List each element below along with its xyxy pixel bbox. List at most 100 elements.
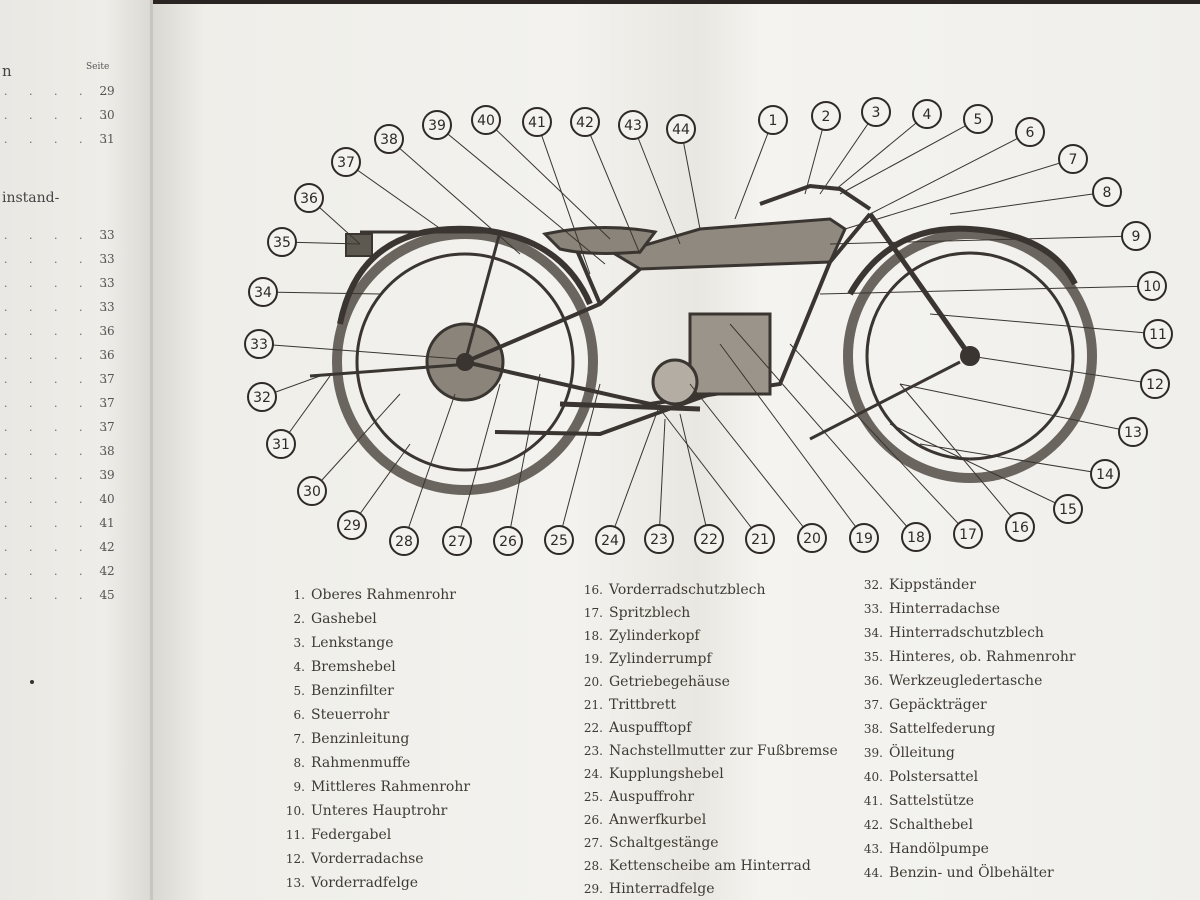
legend-number: 18. [583, 629, 603, 643]
legend-item: 10.Unteres Hauptrohr [275, 803, 447, 819]
toc-row: . . . . .36 [0, 346, 150, 366]
toc-leader-dots: . . . . . [4, 469, 117, 482]
callout-number: 35 [273, 235, 291, 251]
toc-page-number: 33 [99, 228, 115, 242]
callout-circle [694, 524, 724, 554]
callout-number: 30 [303, 484, 321, 500]
callout-number: 40 [477, 113, 495, 129]
legend-item: 2.Gashebel [275, 611, 377, 627]
callout-number: 17 [959, 527, 977, 543]
leader-line [679, 413, 710, 540]
callout-number: 34 [254, 285, 272, 301]
callout-circle [1005, 512, 1035, 542]
callout-circle [471, 105, 501, 135]
leader-line [584, 121, 641, 255]
callout-circle [849, 523, 879, 553]
legend-item: 7.Benzinleitung [275, 731, 410, 747]
legend-item: 5.Benzinfilter [275, 683, 394, 699]
toc-leader-dots: . . . . . [4, 349, 117, 362]
legend-number: 11. [285, 828, 305, 842]
toc-row: . . . . .38 [0, 442, 150, 462]
leader-line [834, 113, 928, 191]
legend-number: 24. [583, 767, 603, 781]
callout-circle [442, 526, 472, 556]
callout-number: 29 [343, 518, 361, 534]
callout-number: 27 [448, 534, 466, 550]
callout-number: 38 [380, 132, 398, 148]
legend-number: 34. [863, 626, 883, 640]
legend-label: Polstersattel [889, 769, 979, 785]
seite-label: Seite [86, 62, 110, 72]
legend-number: 16. [583, 583, 603, 597]
luggage-rack [360, 230, 502, 363]
footboard [559, 401, 701, 412]
callout-22: 22 [694, 524, 724, 554]
leader-line [729, 323, 917, 538]
callout-number: 7 [1069, 152, 1078, 168]
legend-number: 6. [293, 708, 305, 722]
toc-row: . . . . .41 [0, 514, 150, 534]
legend-item: 24.Kupplungshebel [573, 766, 724, 782]
toc-page-number: 33 [99, 252, 115, 266]
engine-block [688, 312, 772, 396]
callout-number: 22 [700, 532, 718, 548]
saddle [541, 225, 658, 255]
legend-label: Unteres Hauptrohr [311, 803, 448, 819]
legend-number: 36. [863, 674, 883, 688]
callout-number: 33 [250, 337, 268, 353]
steering-head [828, 212, 872, 264]
legend-label: Gashebel [311, 611, 377, 627]
legend-label: Steuerrohr [311, 707, 390, 723]
toc-leader-dots: . . . . . [4, 253, 117, 266]
legend-item: 1.Oberes Rahmenrohr [275, 587, 456, 603]
legend-number: 38. [863, 722, 883, 736]
legend-item: 8.Rahmenmuffe [275, 755, 411, 771]
legend-label: Vorderradschutzblech [609, 582, 766, 598]
legend-label: Trittbrett [609, 697, 676, 713]
legend-item: 33.Hinterradachse [853, 601, 1000, 617]
legend-number: 43. [863, 842, 883, 856]
callout-number: 20 [803, 531, 821, 547]
callout-number: 39 [428, 118, 446, 134]
legend-label: Rahmenmuffe [311, 755, 411, 771]
legend-number: 20. [583, 675, 603, 689]
toc-row: . . . . .37 [0, 394, 150, 414]
heading-fragment: instand- [2, 190, 60, 206]
callout-circle [337, 510, 367, 540]
legend-item: 16. Vorderradschutzblech [573, 582, 766, 598]
legend-label: Schalthebel [889, 817, 973, 833]
leader-line [388, 138, 521, 255]
callout-21: 21 [745, 524, 775, 554]
leader-line [819, 285, 1153, 295]
callout-number: 21 [751, 532, 769, 548]
legend-label: Kippständer [889, 577, 976, 593]
legend-number: 32. [863, 578, 883, 592]
callout-number: 23 [650, 532, 668, 548]
toc-page-number: 37 [99, 372, 115, 386]
toc-row: . . . . .42 [0, 562, 150, 582]
callout-44: 44 [666, 114, 696, 144]
callout-circle [666, 114, 696, 144]
callout-28: 28 [389, 526, 419, 556]
legend-item: 34. Hinterradschutzblech [853, 625, 1044, 641]
callout-number: 3 [872, 105, 881, 121]
legend-label: Vorderradachse [311, 851, 424, 867]
legend-item: 42.Schalthebel [853, 817, 973, 833]
legend-label: Hinterradschutzblech [889, 625, 1044, 641]
callout-circle [1092, 177, 1122, 207]
callout-number: 13 [1124, 425, 1142, 441]
leader-line [919, 443, 1106, 475]
legend-item: 32. Kippständer [853, 577, 976, 593]
legend-label: Anwerfkurbel [609, 812, 707, 828]
callout-number: 6 [1026, 125, 1035, 141]
callout-19: 19 [849, 523, 879, 553]
toc-row: . . . . .29 [0, 82, 150, 102]
callout-number: 31 [272, 437, 290, 453]
leader-line [689, 383, 813, 539]
legend-number: 3. [293, 636, 305, 650]
callout-number: 18 [907, 530, 925, 546]
legend-label: Bremshebel [311, 659, 396, 675]
leader-line [829, 235, 1137, 245]
callout-circle [248, 277, 278, 307]
